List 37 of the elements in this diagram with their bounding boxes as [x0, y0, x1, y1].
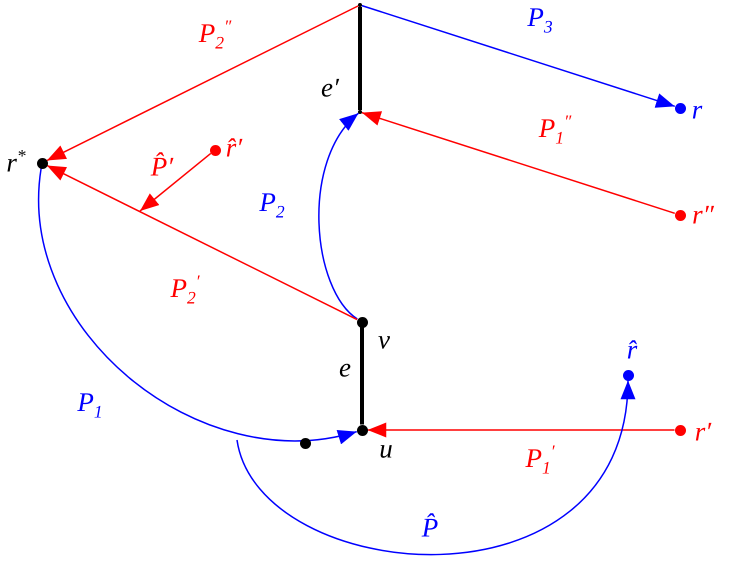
vertex-dot: [674, 210, 686, 220]
arrow: [362, 4, 675, 108]
path-label: P$_{1}$: [77, 389, 103, 421]
vertex-label: r̂′: [226, 134, 242, 162]
path-label: P̂: [422, 514, 438, 542]
vertex-dot: [356, 424, 368, 436]
arrow: [236, 380, 633, 556]
arrow: [368, 422, 674, 438]
thick-edge: [358, 7, 362, 110]
vertex-dot: [674, 424, 686, 436]
vertex-label: r″: [692, 202, 714, 228]
vertex-point: [358, 110, 362, 114]
arrow: [46, 164, 358, 320]
vertex-label: r$^{*}$: [6, 148, 26, 176]
path-label: e′: [321, 74, 339, 102]
thick-edge: [360, 328, 364, 424]
arrow: [362, 111, 675, 214]
vertex-dot: [210, 144, 220, 156]
vertex-point: [358, 3, 362, 7]
vertex-label: r̂: [626, 336, 638, 364]
vertex-dot: [300, 438, 310, 448]
vertex-dot: [356, 316, 368, 328]
vertex-dot: [36, 158, 48, 168]
arrow: [140, 152, 212, 212]
vertex-label: u: [379, 436, 393, 462]
vertex-dot: [622, 370, 634, 380]
vertex-dot: [674, 102, 686, 114]
vertex-label: r: [692, 96, 702, 124]
path-label: P$_{3}$: [527, 4, 553, 36]
arrow: [318, 112, 359, 320]
path-label: P$_{2}$: [259, 189, 285, 221]
path-label: e: [339, 354, 351, 382]
arrow: [46, 5, 359, 162]
arrow: [38, 168, 357, 443]
path-label: P̂′: [150, 154, 174, 180]
vertex-label: r′: [694, 418, 712, 446]
vertex-label: v: [378, 326, 390, 354]
